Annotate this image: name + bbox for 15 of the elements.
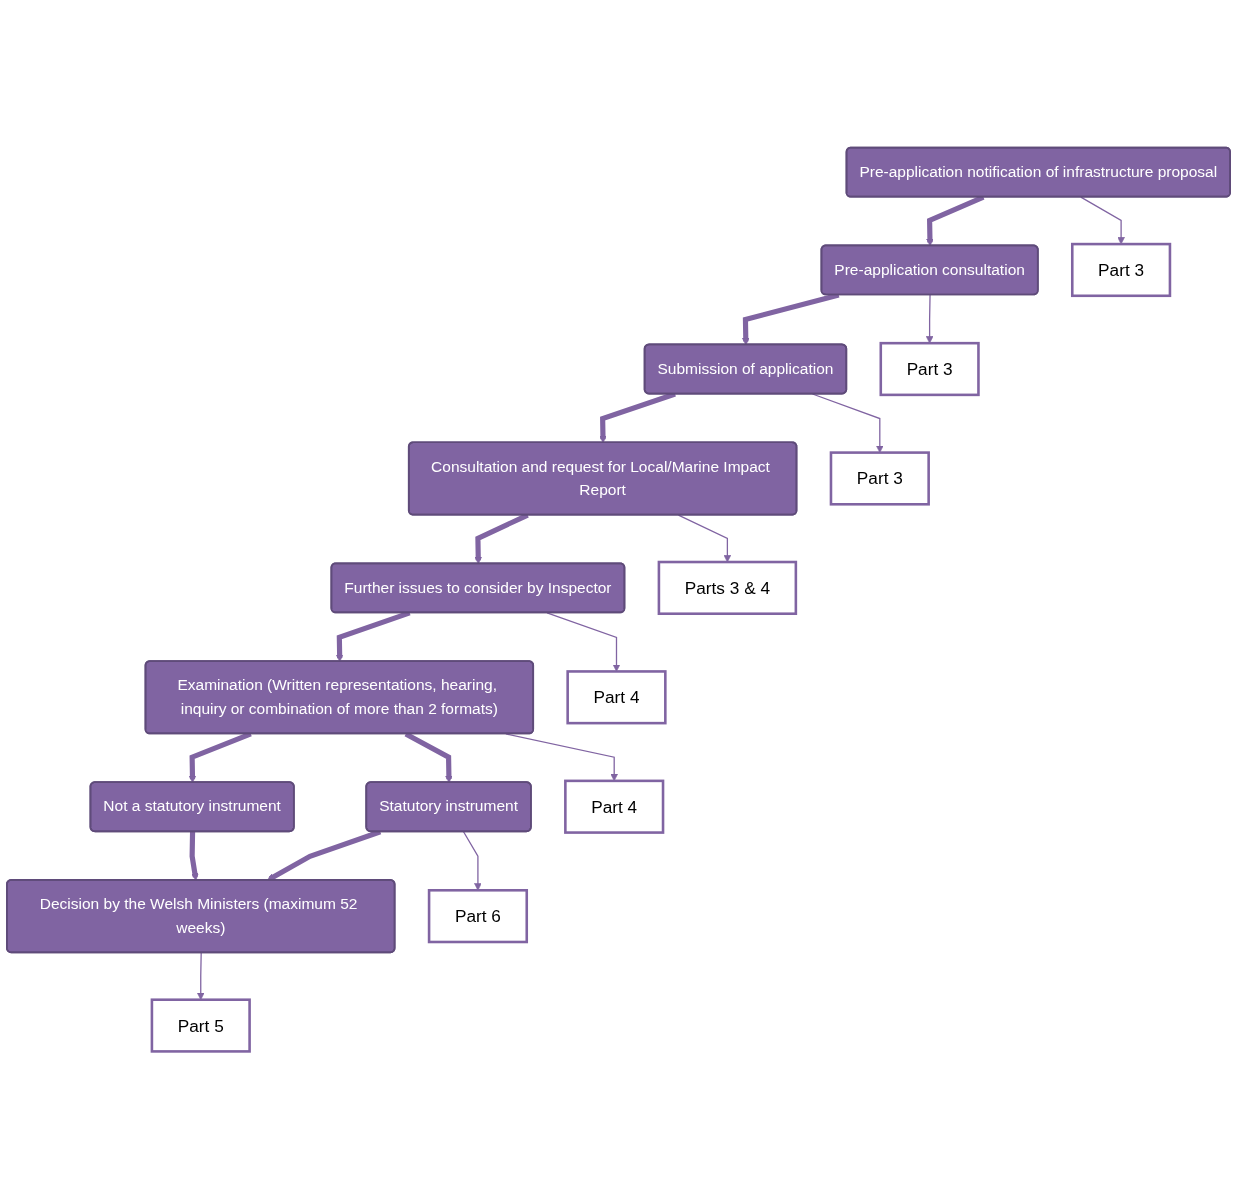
node-box: Part 3 [879, 341, 980, 397]
node-box: Part 5 [150, 998, 251, 1053]
node-box: Parts 3 & 4 [657, 560, 798, 615]
arrow [462, 831, 482, 891]
node-box: Part 4 [566, 670, 667, 725]
arrow [189, 831, 199, 881]
node-box: Part 4 [564, 779, 665, 834]
node-box: Part 3 [829, 451, 930, 506]
node-box: Part 3 [1071, 242, 1172, 298]
arrow [925, 294, 934, 344]
node-box: Part 6 [427, 889, 529, 944]
arrow [1080, 196, 1125, 245]
arrow [811, 393, 884, 453]
arrow [546, 612, 621, 672]
arrow [677, 514, 732, 563]
